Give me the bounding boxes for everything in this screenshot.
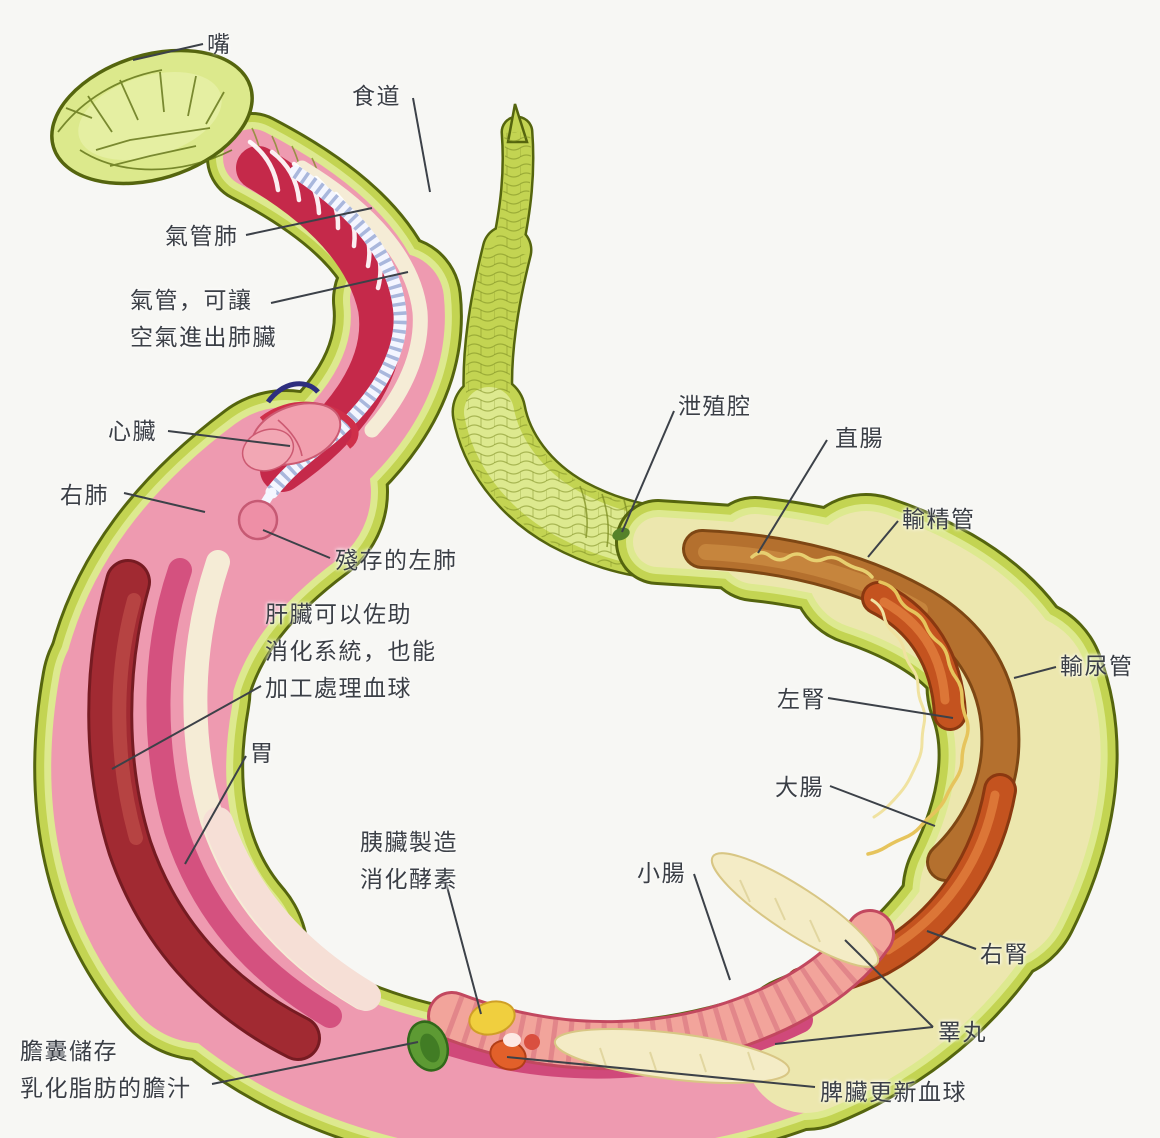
label-mouth: 嘴 — [207, 32, 232, 57]
tail-shape — [451, 103, 698, 581]
label-right-lung: 右肺 — [60, 483, 109, 508]
leader-testes-2 — [774, 1026, 934, 1045]
label-right-kidney: 右腎 — [980, 942, 1029, 967]
label-heart: 心臟 — [108, 419, 157, 444]
leader-large-intestine — [829, 785, 936, 827]
leader-gallbladder — [211, 1041, 419, 1085]
label-rectum: 直腸 — [835, 426, 884, 451]
left-organs — [87, 550, 381, 1061]
leader-lines — [111, 43, 1057, 1088]
esophagus-shape — [294, 160, 428, 438]
label-tracheal-lung: 氣管肺 — [165, 224, 239, 249]
leader-cloaca — [621, 410, 675, 533]
leader-vestigial-left-lung — [262, 529, 331, 559]
head-shape — [50, 48, 254, 186]
label-spleen-note: 脾臟更新血球 — [820, 1080, 967, 1105]
left-kidney-shape — [861, 581, 967, 731]
bottom-organs — [406, 852, 895, 1084]
label-pancreas-note: 胰臟製造 消化酵素 — [360, 830, 458, 892]
label-small-intestine: 小腸 — [637, 861, 686, 886]
leader-tracheal-lung — [245, 207, 373, 236]
label-large-intestine: 大腸 — [775, 775, 824, 800]
leader-right-kidney — [926, 930, 977, 950]
label-left-kidney: 左腎 — [777, 687, 826, 712]
gallbladder-shape — [406, 1020, 450, 1072]
leader-left-kidney — [827, 697, 954, 719]
leader-mouth — [132, 43, 204, 61]
cloaca-dot — [612, 527, 630, 541]
leader-vas-deferens — [867, 520, 899, 558]
leader-spleen — [506, 1056, 816, 1088]
label-cloaca: 泄殖腔 — [678, 394, 752, 419]
leader-esophagus — [412, 97, 431, 193]
leader-liver — [111, 685, 262, 770]
label-vas-deferens: 輸精管 — [902, 507, 976, 532]
leader-trachea-note — [270, 271, 409, 304]
label-ureter: 輸尿管 — [1060, 654, 1134, 679]
head-scale-plates — [57, 69, 233, 171]
label-trachea-note: 氣管，可讓 空氣進出肺臟 — [130, 288, 277, 350]
ureter-shape — [866, 580, 970, 856]
leader-right-lung — [123, 492, 206, 513]
label-liver-note: 肝臟可以佐助 消化系統，也能 加工處理血球 — [265, 602, 437, 701]
liver-shape — [87, 559, 321, 1061]
testis-upper-shape — [710, 852, 880, 968]
leader-ureter — [1013, 666, 1057, 679]
label-stomach: 胃 — [250, 741, 275, 766]
front-organs — [236, 139, 428, 541]
vestigial-left-lung-shape — [237, 499, 279, 541]
leader-pancreas — [444, 878, 482, 1015]
leader-small-intestine — [693, 873, 731, 981]
label-vestigial-left-lung: 殘存的左肺 — [335, 548, 458, 573]
testis-lower-shape — [553, 1028, 791, 1084]
label-testes: 睪丸 — [938, 1020, 987, 1045]
leader-rectum — [757, 439, 828, 554]
label-gallbladder-note: 膽囊儲存 乳化脂肪的膽汁 — [20, 1039, 192, 1101]
leader-heart — [167, 430, 291, 447]
heart-shape — [241, 381, 359, 472]
leader-testes-1 — [844, 939, 934, 1028]
vas-deferens-shape — [750, 551, 874, 579]
leader-stomach — [184, 755, 247, 865]
label-esophagus: 食道 — [352, 84, 401, 109]
